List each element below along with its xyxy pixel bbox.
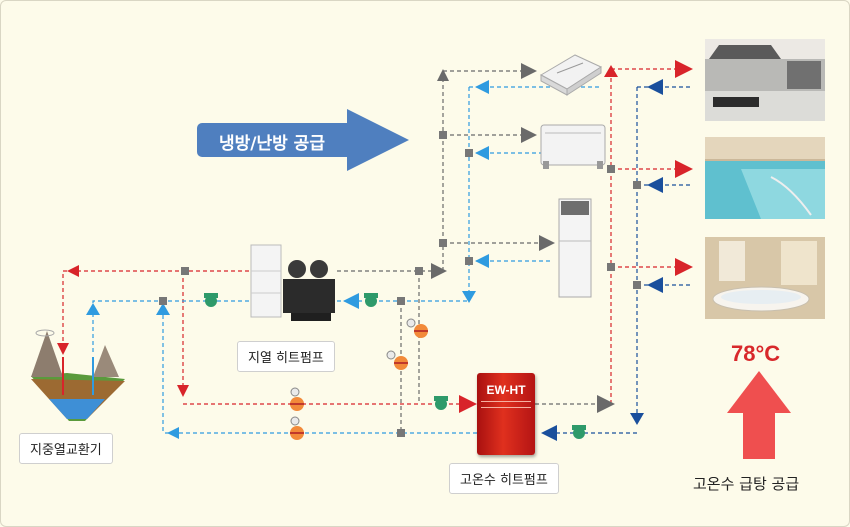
temperature-label: 78°C [731, 341, 781, 366]
floor-standing-unit-icon [558, 198, 592, 298]
pump-icon [572, 425, 586, 439]
arrow-navy-left-k [647, 79, 663, 95]
pump-icon [434, 396, 448, 410]
arrow-red-down [57, 343, 69, 355]
arrow-navy-left-ret [541, 425, 557, 441]
geothermal-heatpump-icon [250, 244, 335, 321]
return-pipes [549, 86, 691, 434]
arrow-blue-left-2 [343, 293, 359, 309]
arrow-red-down-2 [177, 385, 189, 397]
hightemp-heatpump-label: 고온수 히트펌프 [449, 463, 559, 494]
ground-heat-exchanger-icon [31, 329, 125, 421]
hightemp-heatpump-icon: EW-HT [477, 373, 535, 455]
arrow-grey-right [597, 395, 615, 413]
arrow-blue-left-5 [475, 254, 489, 268]
arrow-navy-down [630, 413, 644, 425]
arrow-blue-up [86, 303, 100, 315]
pumps [204, 293, 586, 439]
arrow-red-right-p [675, 160, 693, 178]
valve-icon [290, 387, 304, 411]
hot-supply-arrow-head [727, 371, 791, 413]
arrow-blue-left-4 [475, 146, 489, 160]
supply-arrow-label: 냉방/난방 공급 [219, 134, 325, 154]
kitchen-photo [705, 39, 825, 121]
geo-heatpump-label: 지열 히트펌프 [237, 341, 335, 372]
arrow-blue-left-3 [475, 80, 489, 94]
arrow-red-left [67, 265, 79, 277]
flow-arrows [57, 60, 693, 441]
arrow-blue-up-2 [156, 303, 170, 315]
fittings [159, 131, 641, 437]
hot-pipes [62, 68, 677, 405]
supply-arrow-head [347, 109, 409, 171]
arrow-red-up [604, 65, 618, 77]
valve-icon [406, 318, 428, 338]
arrow-grey-up [437, 69, 449, 81]
arrow-grey-right-3 [521, 63, 537, 79]
arrow-grey-right-4 [521, 127, 537, 143]
cabinet-line [481, 407, 531, 408]
arrow-navy-left-p [647, 177, 663, 193]
hightemp-heatpump-badge: EW-HT [486, 383, 526, 397]
pool-photo [705, 137, 825, 219]
arrow-red-right-k [675, 60, 693, 78]
arrow-red-right [459, 395, 477, 413]
supply-arrow: 냉방/난방 공급 [197, 109, 411, 171]
arrow-red-right-b [675, 258, 693, 276]
arrow-blue-left [167, 427, 179, 439]
arrow-grey-right-5 [539, 235, 555, 251]
valve-icon [290, 416, 304, 440]
valve-icon [386, 350, 408, 370]
hot-water-supply-label: 고온수 급탕 공급 [693, 475, 800, 493]
pump-icon [204, 293, 218, 307]
fan-coil-unit-icon [540, 124, 606, 169]
arrow-blue-down [462, 291, 476, 303]
pump-icon [364, 293, 378, 307]
bathtub-photo [705, 237, 825, 319]
cassette-unit-icon [539, 54, 603, 96]
hot-supply-arrow-stem [743, 411, 775, 459]
arrow-grey-right-2 [431, 263, 447, 279]
supply-arrow-bar [197, 123, 357, 157]
ground-hx-label: 지중열교환기 [19, 433, 113, 464]
hot-supply-arrow-icon [727, 371, 791, 459]
cabinet-line [481, 401, 531, 402]
arrow-navy-left-b [647, 277, 663, 293]
valves [290, 318, 428, 440]
